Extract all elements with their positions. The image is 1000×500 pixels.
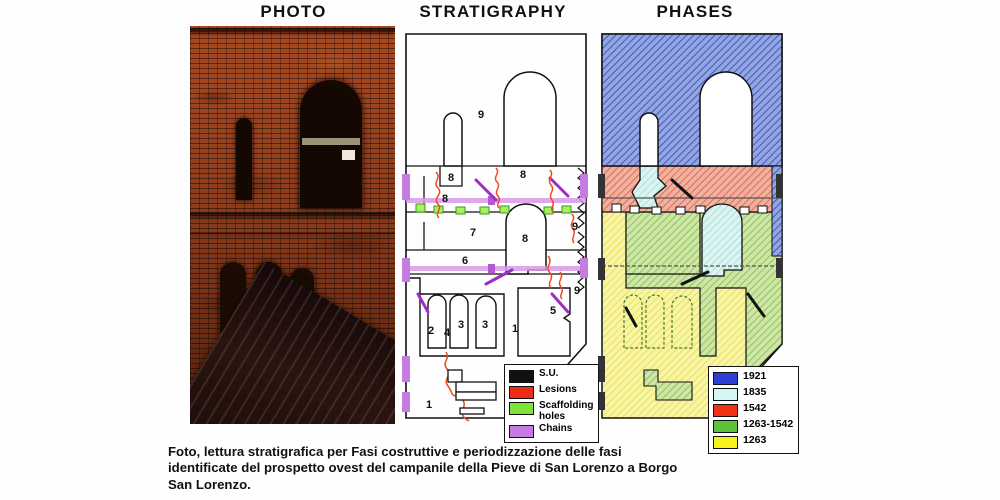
legend-item: Lesions [509, 384, 593, 399]
legend-item: 1835 [713, 387, 793, 401]
svg-text:9: 9 [478, 109, 484, 121]
photo-tie-beam [302, 138, 360, 145]
legend-label-lesions: Lesions [539, 384, 577, 395]
svg-text:8: 8 [520, 169, 526, 181]
phase-lower-openings [623, 294, 693, 349]
caption-line-1: Foto, lettura stratigrafica per Fasi cos… [168, 444, 622, 459]
figure-caption: Foto, lettura stratigrafica per Fasi cos… [168, 444, 848, 493]
phase-zone-1263-1542-left [625, 211, 701, 275]
legend-swatch-su [509, 370, 534, 383]
svg-text:7: 7 [470, 227, 476, 239]
caption-line-2: identificate del prospetto ovest del cam… [168, 460, 678, 476]
strat-anchor-bars [416, 176, 570, 314]
legend-label-scaffolding-holes: Scaffolding holes [539, 400, 594, 422]
legend-swatch-1542 [713, 404, 738, 417]
phase-openings [639, 71, 753, 167]
legend-label-1921: 1921 [743, 370, 767, 382]
legend-label-1263: 1263 [743, 434, 767, 446]
legend-label-su: S.U. [539, 368, 559, 379]
legend-swatch-1263-1542 [713, 420, 738, 433]
photo-slit-window [236, 118, 252, 200]
strat-lower-wall-edges [406, 277, 571, 357]
caption-line-3: San Lorenzo. [168, 476, 251, 492]
legend-label-1835: 1835 [743, 386, 767, 398]
column-title-phases: PHASES [656, 2, 734, 21]
legend-item: 1921 [713, 371, 793, 385]
phases-legend: 1921 1835 1542 1263-1542 1263 [708, 366, 800, 454]
svg-text:9: 9 [574, 285, 580, 297]
photo-bell-tower [190, 26, 395, 424]
legend-swatch-scaffolding-holes [509, 402, 534, 415]
svg-text:8: 8 [448, 172, 454, 184]
phase-scaffolding-holes [611, 203, 768, 215]
svg-text:6: 6 [462, 255, 468, 267]
legend-item: S.U. [509, 368, 593, 383]
stratigraphy-legend: S.U. Lesions Scaffolding holes Chains [504, 364, 600, 443]
legend-label-chains: Chains [539, 423, 573, 434]
strat-openings-lower [427, 294, 497, 349]
strat-su-blocks [447, 369, 497, 415]
phases-drawing [596, 26, 792, 426]
svg-text:1: 1 [512, 323, 518, 335]
svg-text:1: 1 [426, 399, 432, 411]
legend-label-1542: 1542 [743, 402, 767, 414]
phase-zone-1921 [601, 33, 783, 167]
legend-item: 1263 [713, 435, 793, 449]
phase-zone-1835-opening [701, 203, 743, 277]
svg-text:3: 3 [458, 319, 464, 331]
legend-swatch-1263 [713, 436, 738, 449]
svg-text:3: 3 [482, 319, 488, 331]
phase-edge-anchors [598, 174, 783, 410]
column-title-stratigraphy: STRATIGRAPHY [419, 2, 567, 21]
svg-text:2: 2 [428, 325, 434, 337]
legend-swatch-chains [509, 425, 534, 438]
strat-openings-upper [443, 71, 557, 167]
svg-text:5: 5 [550, 305, 556, 317]
legend-swatch-1835 [713, 388, 738, 401]
legend-swatch-1921 [713, 372, 738, 385]
cornice-middle [190, 212, 395, 216]
svg-text:9: 9 [572, 221, 578, 233]
stratigraphy-drawing: 9 8 8 8 8 7 6 9 9 2 4 3 3 1 5 1 [400, 26, 596, 426]
legend-item: 1542 [713, 403, 793, 417]
svg-text:4: 4 [444, 327, 451, 339]
legend-label-1263-1542: 1263-1542 [743, 418, 794, 430]
legend-item: Chains [509, 423, 593, 438]
cornice-top [190, 28, 395, 32]
legend-item: Scaffolding holes [509, 400, 594, 422]
strat-unit-numbers: 9 8 8 8 8 7 6 9 9 2 4 3 3 1 5 1 [426, 109, 580, 411]
legend-item: 1263-1542 [713, 419, 793, 433]
phase-zone-1542 [601, 165, 783, 213]
legend-swatch-lesions [509, 386, 534, 399]
strat-outline [405, 33, 587, 419]
svg-text:8: 8 [522, 233, 528, 245]
phase-anchor-bars [624, 178, 766, 328]
strat-division-lines [406, 165, 586, 275]
column-title-photo: PHOTO [260, 2, 327, 21]
svg-text:8: 8 [442, 193, 448, 205]
cornice-middle-lower [190, 232, 395, 234]
photo-white-plate [342, 150, 355, 160]
phase-bottom-feature [643, 369, 693, 401]
